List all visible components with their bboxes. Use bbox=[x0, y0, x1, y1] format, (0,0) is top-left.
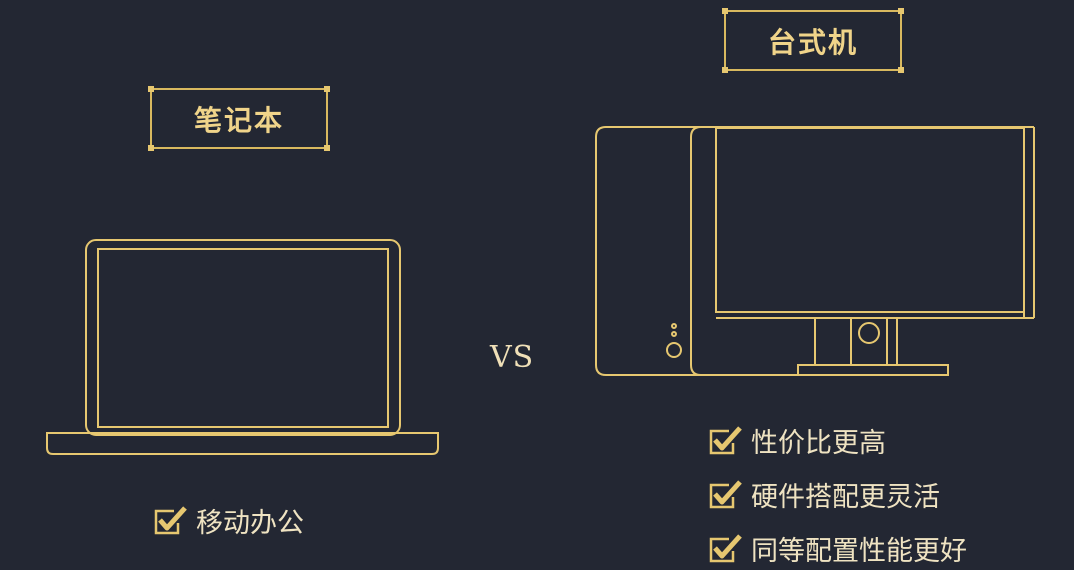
desktop-feature-text: 硬件搭配更灵活 bbox=[751, 482, 940, 513]
laptop-feature-text: 移动办公 bbox=[196, 508, 304, 539]
checkbox-check-icon bbox=[709, 533, 742, 562]
laptop-icon bbox=[46, 239, 439, 455]
checkbox-check-icon bbox=[709, 479, 742, 508]
desktop-title: 台式机 bbox=[767, 25, 858, 59]
laptop-feature-1: 移动办公 bbox=[152, 501, 304, 540]
checkbox-check-icon bbox=[154, 505, 187, 534]
desktop-feature-text: 性价比更高 bbox=[751, 428, 886, 459]
desktop-feature-1: 性价比更高 bbox=[707, 421, 886, 460]
monitor-icon bbox=[690, 126, 1035, 376]
desktop-feature-2: 硬件搭配更灵活 bbox=[707, 475, 940, 514]
desktop-feature-text: 同等配置性能更好 bbox=[751, 536, 967, 567]
laptop-title-box: 笔记本 bbox=[148, 86, 330, 151]
desktop-tower-icon bbox=[595, 126, 708, 376]
vs-label: VS bbox=[490, 340, 535, 375]
checkbox-check-icon bbox=[709, 425, 742, 454]
laptop-title: 笔记本 bbox=[193, 103, 284, 137]
desktop-feature-3: 同等配置性能更好 bbox=[707, 529, 967, 568]
desktop-title-box: 台式机 bbox=[722, 8, 904, 73]
